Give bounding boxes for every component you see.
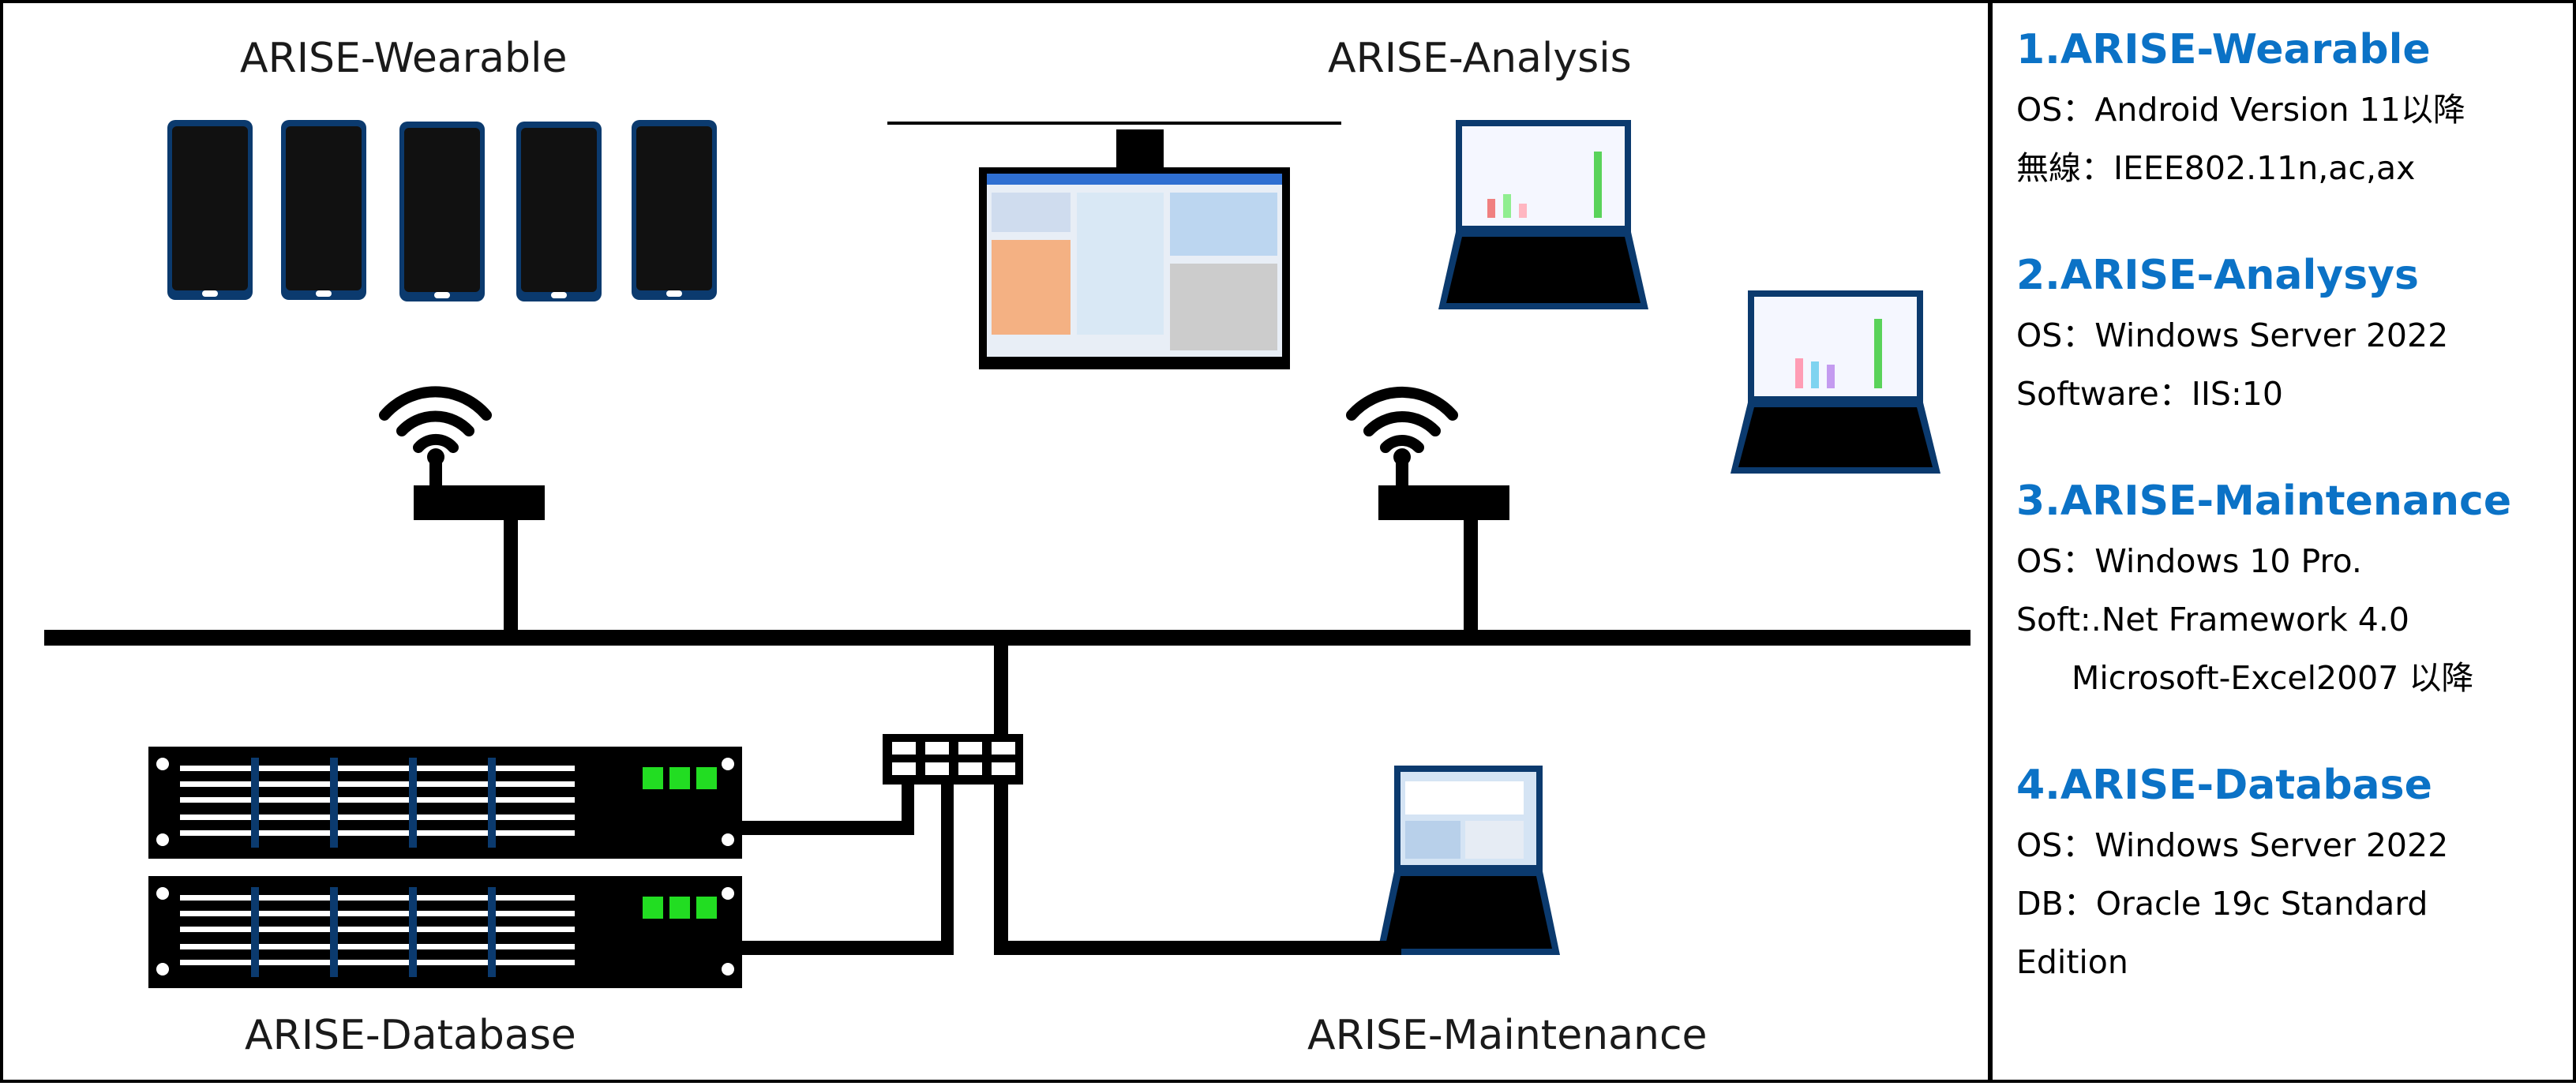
spec-section-wearable: 1.ARISE-Wearable OS：Android Version 11以降…	[2016, 19, 2573, 197]
network-switch-icon	[883, 734, 1023, 785]
server-icon	[148, 747, 742, 988]
network-line	[44, 630, 1970, 955]
spec-section-database: 4.ARISE-Database OS：Windows Server 2022 …	[2016, 755, 2573, 991]
spec-title: 4.ARISE-Database	[2016, 762, 2432, 809]
spec-line: DB：Oracle 19c Standard	[2016, 885, 2428, 923]
spec-line: OS：Android Version 11以降	[2016, 91, 2465, 129]
spec-line: OS：Windows 10 Pro.	[2016, 542, 2362, 580]
wearable-label: ARISE-Wearable	[240, 35, 568, 82]
spec-line: Edition	[2016, 943, 2128, 981]
spec-panel: 1.ARISE-Wearable OS：Android Version 11以降…	[1989, 0, 2576, 1083]
laptop-icon	[1377, 120, 1940, 955]
maintenance-label: ARISE-Maintenance	[1307, 1012, 1708, 1059]
spec-section-analysis: 2.ARISE-Analysys OS：Windows Server 2022 …	[2016, 245, 2573, 423]
diagram-canvas	[44, 120, 1970, 988]
database-label: ARISE-Database	[245, 1012, 576, 1059]
spec-line: OS：Windows Server 2022	[2016, 826, 2449, 864]
wifi-icon	[379, 386, 1458, 453]
wall-rail	[887, 122, 1341, 125]
spec-line: Microsoft-Excel2007 以降	[2072, 659, 2474, 697]
network-diagram: ARISE-Wearable ARISE-Analysis ARISE-Data…	[0, 0, 1991, 1083]
spec-title: 1.ARISE-Wearable	[2016, 26, 2431, 73]
spec-line: Software：IIS:10	[2016, 375, 2283, 413]
access-point-icon	[414, 448, 1509, 634]
spec-title: 3.ARISE-Maintenance	[2016, 477, 2512, 525]
spec-line: OS：Windows Server 2022	[2016, 316, 2449, 354]
monitor-icon	[979, 129, 1290, 369]
spec-line: 無線：IEEE802.11n,ac,ax	[2016, 149, 2416, 187]
smartphone-icon	[167, 120, 717, 301]
spec-section-maintenance: 3.ARISE-Maintenance OS：Windows 10 Pro. S…	[2016, 470, 2573, 707]
analysis-label: ARISE-Analysis	[1328, 35, 1632, 82]
spec-title: 2.ARISE-Analysys	[2016, 252, 2419, 299]
spec-line: Soft:.Net Framework 4.0	[2016, 601, 2409, 638]
